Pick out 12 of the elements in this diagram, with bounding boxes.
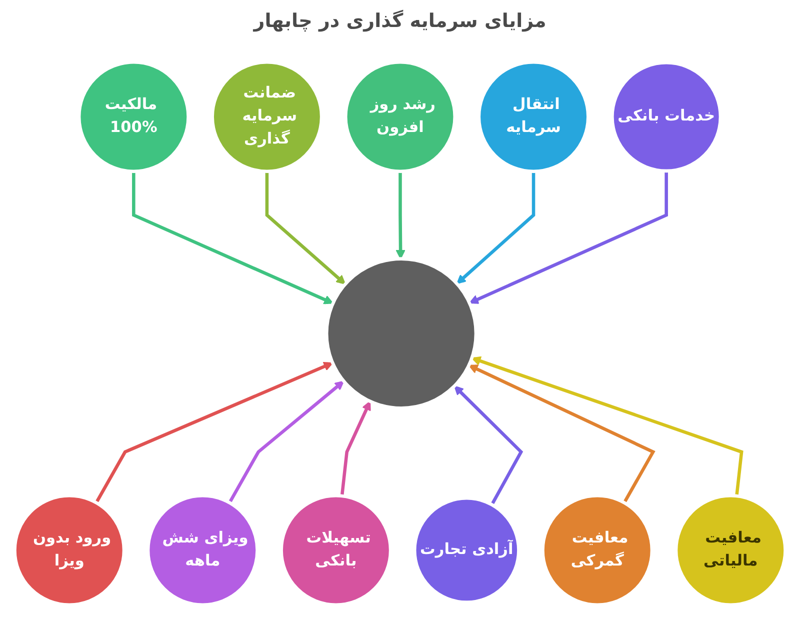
arrow [94,362,334,504]
arrow [228,380,344,504]
arrow [456,171,536,284]
diagram-title: مزایای سرمایه گذاری در چابهار [254,10,546,32]
arrow [469,170,668,304]
arrow [396,171,406,260]
arrow [132,171,334,304]
arrow [471,356,744,496]
arrow [340,400,371,496]
arrow [265,171,346,285]
arrow [454,386,524,506]
arrow [468,364,656,504]
